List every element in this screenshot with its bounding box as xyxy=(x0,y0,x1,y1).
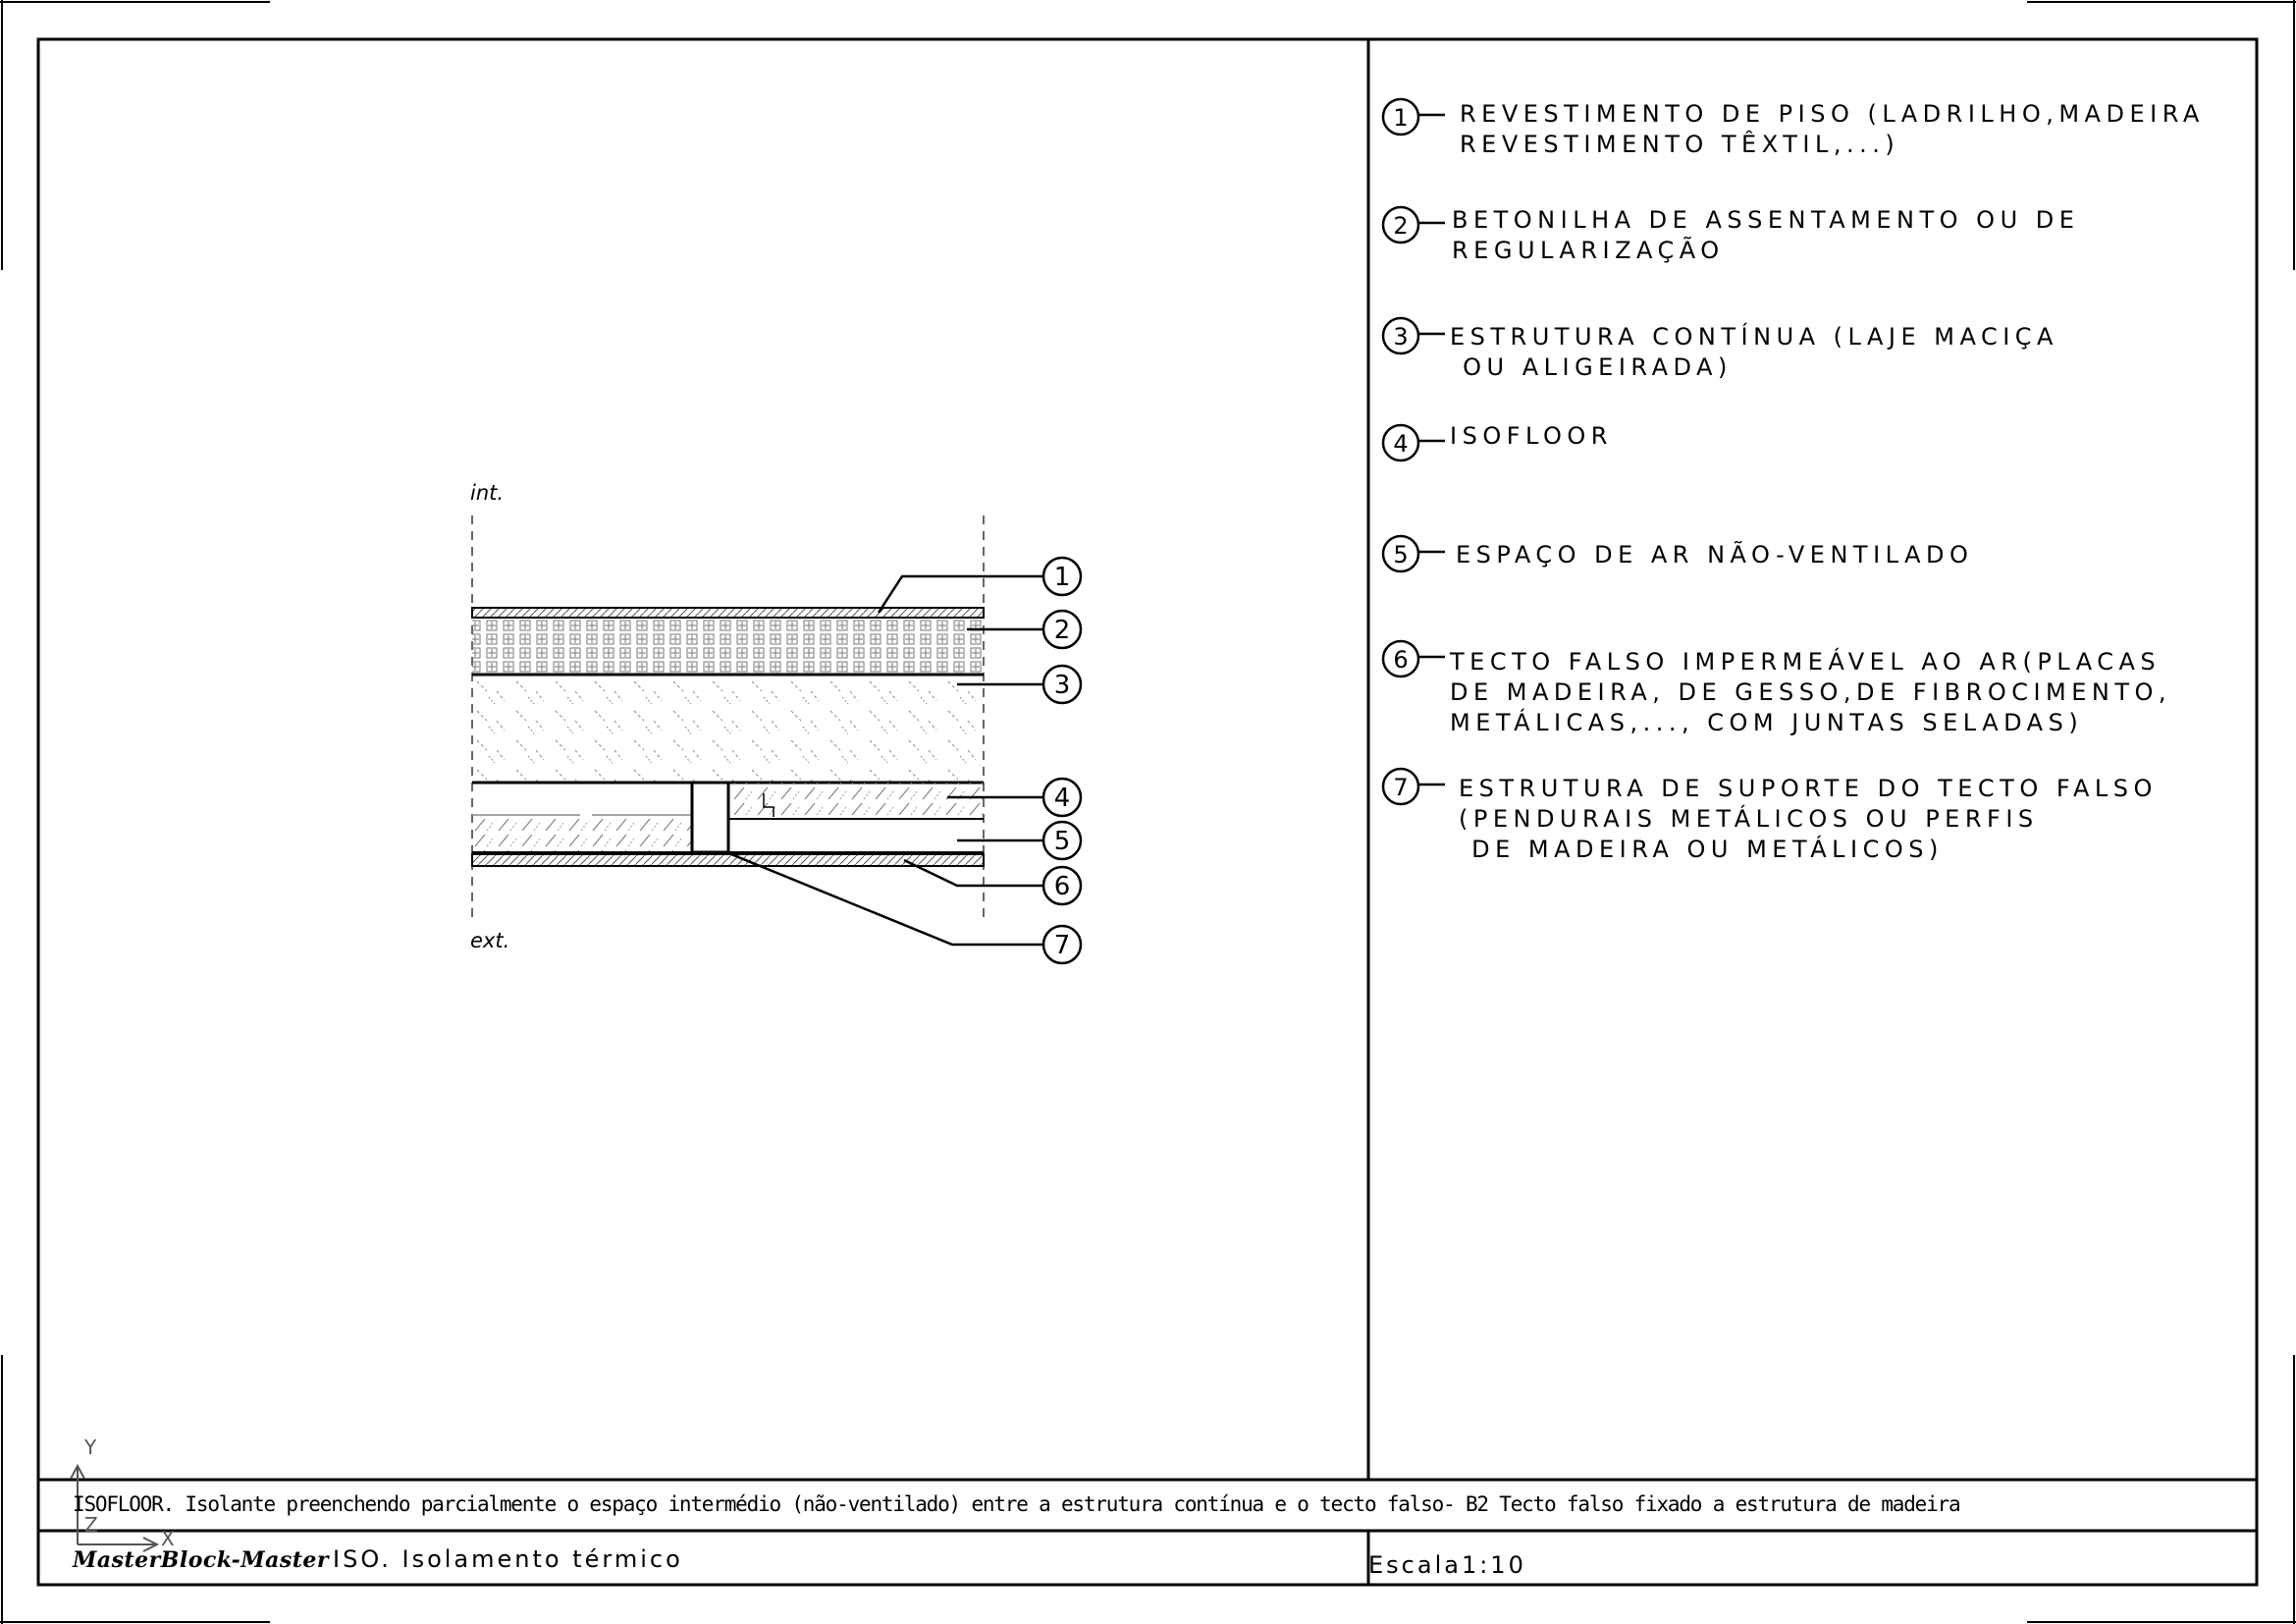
diagram-markers xyxy=(1041,556,1083,965)
legend-num-7: 7 xyxy=(1393,774,1408,801)
support-batten xyxy=(690,781,730,854)
marker-5 xyxy=(1041,820,1083,861)
layer-floor-finish xyxy=(471,607,985,619)
legend-item-isofloor: ISOFLOOR xyxy=(1450,422,1613,450)
layer-isofloor-left xyxy=(472,815,692,852)
brand-logo-text: MasterBlock-Master xyxy=(73,1547,329,1573)
legend-leader-dashes xyxy=(1418,113,1445,786)
legend-num-1: 1 xyxy=(1393,104,1408,132)
marker-7 xyxy=(1041,924,1083,965)
exterior-label: ext. xyxy=(470,929,510,952)
legend-markers xyxy=(1381,97,1420,806)
legend-item-floor-finish: REVESTIMENTO DE PISO (LADRILHO,MADEIRA R… xyxy=(1460,100,2205,158)
marker-2-label: 2 xyxy=(1054,616,1071,645)
leader-lines xyxy=(725,574,1043,947)
legend-num-3: 3 xyxy=(1393,323,1408,351)
marker-6-label: 6 xyxy=(1054,872,1071,901)
legend-num-4: 4 xyxy=(1393,430,1408,458)
marker-3 xyxy=(1041,664,1083,705)
legend-item-false-ceiling: TECTO FALSO IMPERMEÁVEL AO AR(PLACAS DE … xyxy=(1450,648,2172,736)
drawing-title: ISO. Isolamento térmico xyxy=(333,1545,683,1573)
marker-7-label: 7 xyxy=(1054,931,1071,960)
marker-1-label: 1 xyxy=(1054,563,1071,592)
legend-num-6: 6 xyxy=(1393,646,1408,674)
drawing-frame xyxy=(36,37,2259,1587)
layer-isofloor-right xyxy=(728,783,984,819)
marker-2 xyxy=(1041,609,1083,650)
marker-5-label: 5 xyxy=(1054,827,1071,856)
floor-section-diagram: 1 2 3 4 5 6 7 xyxy=(471,515,1083,965)
layer-screed xyxy=(472,618,984,675)
legend-item-continuous-structure: ESTRUTURA CONTÍNUA (LAJE MACIÇA OU ALIGE… xyxy=(1450,323,2058,381)
ucs-x-label: X xyxy=(161,1527,175,1550)
ucs-axis-icon xyxy=(70,1463,160,1552)
marker-4-label: 4 xyxy=(1054,784,1071,813)
marker-4 xyxy=(1041,777,1083,818)
legend-num-2: 2 xyxy=(1393,212,1408,240)
ucs-y-label: Y xyxy=(84,1435,97,1459)
legend-item-ceiling-support: ESTRUTURA DE SUPORTE DO TECTO FALSO (PEN… xyxy=(1459,775,2158,863)
drawing-scale: Escala1:10 xyxy=(1368,1551,1526,1579)
layer-false-ceiling xyxy=(471,853,985,867)
legend-num-5: 5 xyxy=(1393,541,1408,568)
marker-6 xyxy=(1041,865,1083,906)
marker-3-label: 3 xyxy=(1054,671,1071,700)
interior-label: int. xyxy=(470,481,505,505)
drawing-caption: ISOFLOOR. Isolante preenchendo parcialme… xyxy=(73,1492,1961,1516)
legend-item-screed: BETONILHA DE ASSENTAMENTO OU DE REGULARI… xyxy=(1452,206,2080,264)
legend-item-air-space: ESPAÇO DE AR NÃO-VENTILADO xyxy=(1456,541,1974,568)
marker-1 xyxy=(1041,556,1083,597)
ucs-z-label: Z xyxy=(84,1513,98,1537)
layer-slab xyxy=(472,676,984,782)
